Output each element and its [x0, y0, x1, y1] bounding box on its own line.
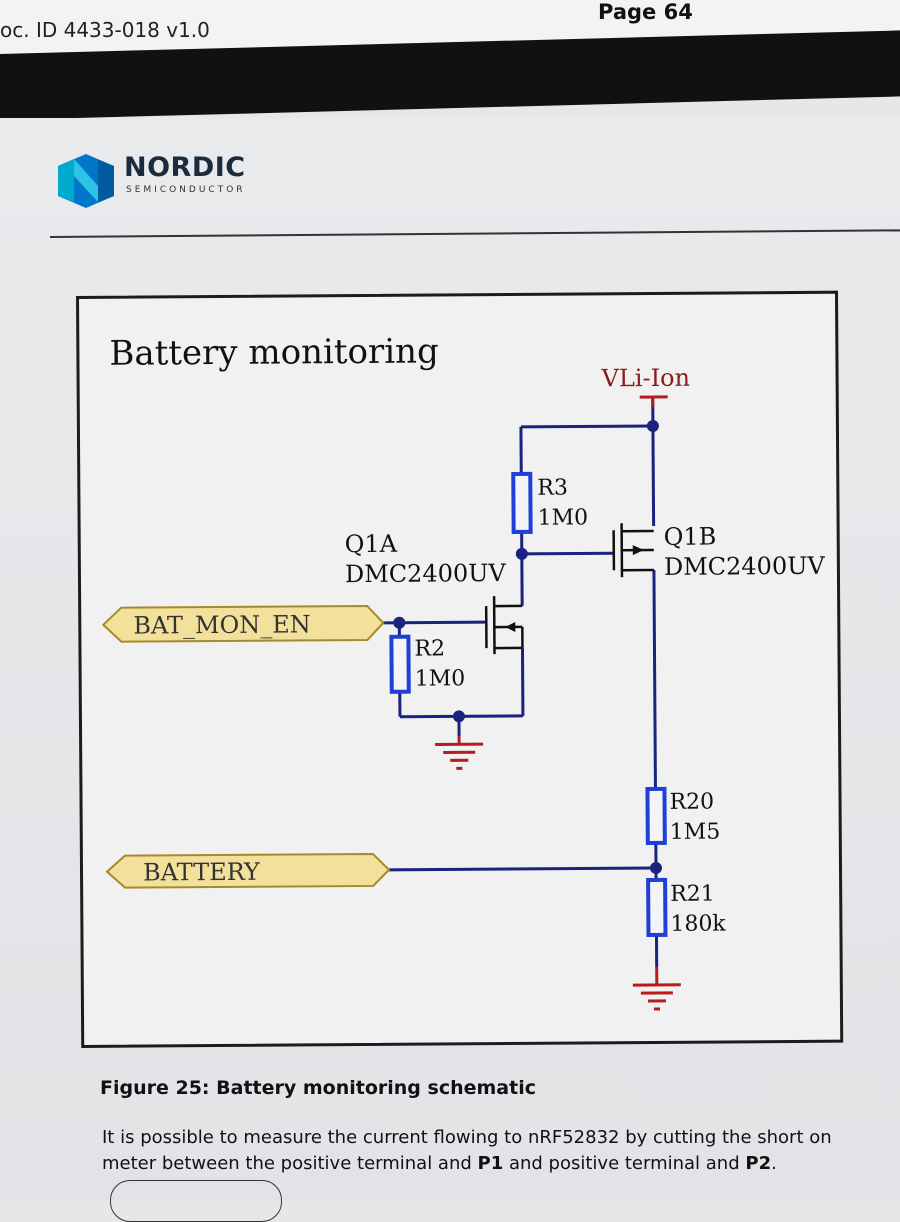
body-line-1: It is possible to measure the current fl… [102, 1125, 900, 1151]
battery-label: BATTERY [143, 858, 261, 887]
document-id: oc. ID 4433-018 v1.0 [0, 18, 210, 42]
q1b-part: DMC2400UV [664, 552, 826, 581]
bat-mon-en-label: BAT_MON_EN [133, 610, 311, 639]
nordic-logo-icon [54, 152, 120, 210]
ground-symbol [633, 967, 681, 1009]
figure-caption: Figure 25: Battery monitoring schematic [100, 1077, 536, 1099]
partial-button[interactable] [110, 1180, 282, 1222]
r3-value: 1M0 [537, 505, 588, 530]
ground-symbol [435, 736, 483, 768]
body-line-2: meter between the positive terminal and … [102, 1151, 900, 1177]
r20-ref: R20 [669, 790, 714, 815]
logo-tagline: SEMICONDUCTOR [126, 185, 246, 195]
r21-ref: R21 [670, 882, 715, 907]
p1-term: P1 [478, 1153, 504, 1174]
r2-ref: R2 [414, 636, 445, 661]
r21-value: 180k [670, 911, 726, 936]
p2-term: P2 [745, 1153, 771, 1174]
q1b-ref: Q1B [664, 523, 717, 551]
schematic-title: Battery monitoring [109, 331, 439, 373]
r2-resistor [391, 637, 408, 692]
q1a-ref: Q1A [345, 530, 398, 558]
r2-value: 1M0 [415, 666, 466, 691]
page-number: Page 64 [598, 0, 693, 24]
r21-resistor [648, 880, 665, 935]
body-text-span: . [771, 1153, 777, 1174]
r20-resistor [647, 789, 664, 843]
body-paragraph: It is possible to measure the current fl… [102, 1125, 900, 1177]
body-text-span: meter between the positive terminal and [102, 1153, 478, 1174]
r3-ref: R3 [537, 476, 568, 501]
supply-label: VLi-Ion [600, 364, 690, 393]
body-text-span: and positive terminal and [503, 1153, 745, 1174]
q1a-part: DMC2400UV [345, 559, 507, 588]
schematic-diagram: Battery monitoring VLi-Ion BAT_MON_EN BA… [79, 294, 840, 1045]
schematic-figure: Battery monitoring VLi-Ion BAT_MON_EN BA… [76, 291, 843, 1048]
r3-resistor [513, 474, 530, 532]
logo-wordmark: NORDIC [124, 152, 246, 183]
r20-value: 1M5 [670, 820, 721, 845]
